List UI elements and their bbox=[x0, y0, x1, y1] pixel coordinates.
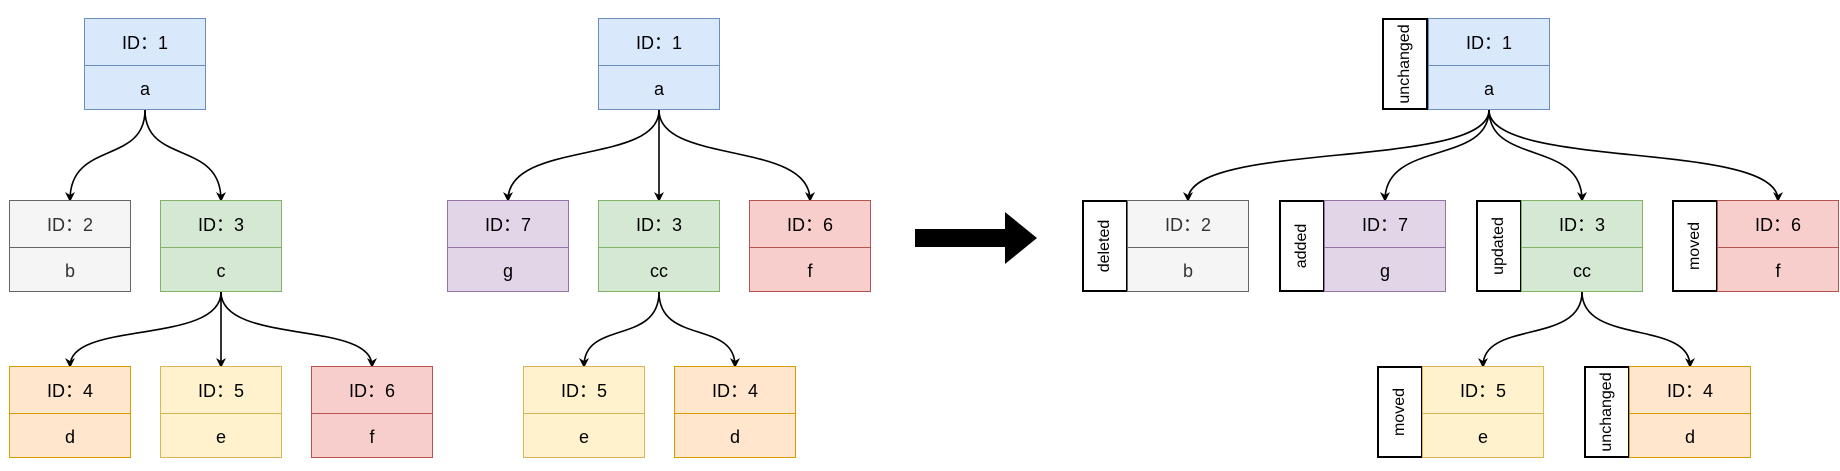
status-label: moved bbox=[1686, 221, 1703, 271]
status-tag-moved: moved bbox=[1377, 366, 1423, 458]
node-value: cc bbox=[1522, 247, 1642, 294]
status-tag-moved: moved bbox=[1672, 200, 1718, 292]
old-node-4: ID：4 d bbox=[9, 366, 131, 458]
status-label: unchanged bbox=[1598, 372, 1615, 452]
edge-new-3-4 bbox=[658, 291, 740, 368]
node-id: ID：3 bbox=[197, 215, 244, 235]
old-node-5: ID：5 e bbox=[160, 366, 282, 458]
node-id: ID：5 bbox=[1459, 381, 1506, 401]
node-value: b bbox=[10, 247, 130, 294]
node-value: a bbox=[599, 65, 719, 112]
status-tag-unchanged: unchanged bbox=[1584, 366, 1630, 458]
diff-node-2: ID：2 b bbox=[1127, 200, 1249, 292]
edge-old-1-3 bbox=[144, 109, 226, 202]
node-id: ID：7 bbox=[484, 215, 531, 235]
diff-node-6: ID：6 f bbox=[1717, 200, 1839, 292]
node-value: e bbox=[161, 413, 281, 460]
new-node-7: ID：7 g bbox=[447, 200, 569, 292]
node-id: ID：5 bbox=[197, 381, 244, 401]
status-tag-unchanged: unchanged bbox=[1382, 18, 1428, 110]
node-id: ID：2 bbox=[46, 215, 93, 235]
status-label: added bbox=[1293, 223, 1310, 269]
edge-old-3-6 bbox=[220, 291, 377, 368]
edge-diff-1-3 bbox=[1488, 109, 1587, 202]
node-id: ID：4 bbox=[711, 381, 758, 401]
status-tag-updated: updated bbox=[1476, 200, 1522, 292]
edge-diff-1-2 bbox=[1183, 109, 1490, 202]
node-value: a bbox=[1429, 65, 1549, 112]
old-node-2: ID：2 b bbox=[9, 200, 131, 292]
node-value: e bbox=[1423, 413, 1543, 460]
node-id: ID：4 bbox=[1666, 381, 1713, 401]
node-value: f bbox=[750, 247, 870, 294]
node-id: ID：1 bbox=[1465, 33, 1512, 53]
node-id: ID：6 bbox=[348, 381, 395, 401]
node-id: ID：6 bbox=[1754, 215, 1801, 235]
node-value: f bbox=[312, 413, 432, 460]
new-node-1: ID：1 a bbox=[598, 18, 720, 110]
status-label: deleted bbox=[1096, 219, 1113, 273]
node-value: d bbox=[1630, 413, 1750, 460]
node-id: ID：3 bbox=[635, 215, 682, 235]
node-value: g bbox=[1325, 247, 1445, 294]
new-node-4: ID：4 d bbox=[674, 366, 796, 458]
old-node-6: ID：6 f bbox=[311, 366, 433, 458]
diff-node-4: ID：4 d bbox=[1629, 366, 1751, 458]
edge-new-1-7 bbox=[503, 109, 660, 202]
new-node-5: ID：5 e bbox=[523, 366, 645, 458]
node-id: ID：4 bbox=[46, 381, 93, 401]
diff-node-7: ID：7 g bbox=[1324, 200, 1446, 292]
new-node-6: ID：6 f bbox=[749, 200, 871, 292]
diff-node-1: ID：1 a bbox=[1428, 18, 1550, 110]
status-label: updated bbox=[1490, 217, 1507, 275]
node-id: ID：1 bbox=[635, 33, 682, 53]
node-value: a bbox=[85, 65, 205, 112]
node-id: ID：3 bbox=[1558, 215, 1605, 235]
node-id: ID：1 bbox=[121, 33, 168, 53]
node-value: g bbox=[448, 247, 568, 294]
diff-node-5: ID：5 e bbox=[1422, 366, 1544, 458]
status-tag-deleted: deleted bbox=[1082, 200, 1128, 292]
status-label: unchanged bbox=[1396, 24, 1413, 104]
node-value: b bbox=[1128, 247, 1248, 294]
new-node-3: ID：3 cc bbox=[598, 200, 720, 292]
node-value: cc bbox=[599, 247, 719, 294]
edge-old-3-4 bbox=[65, 291, 222, 368]
edge-old-1-2 bbox=[65, 109, 146, 202]
node-value: e bbox=[524, 413, 644, 460]
edge-diff-3-4 bbox=[1581, 291, 1695, 368]
edge-diff-1-7 bbox=[1380, 109, 1490, 202]
node-value: c bbox=[161, 247, 281, 294]
old-node-3: ID：3 c bbox=[160, 200, 282, 292]
node-value: f bbox=[1718, 247, 1838, 294]
transform-arrow bbox=[915, 212, 1037, 264]
node-id: ID：2 bbox=[1164, 215, 1211, 235]
node-value: d bbox=[10, 413, 130, 460]
status-tag-added: added bbox=[1279, 200, 1325, 292]
old-node-1: ID：1 a bbox=[84, 18, 206, 110]
node-id: ID：7 bbox=[1361, 215, 1408, 235]
node-id: ID：5 bbox=[560, 381, 607, 401]
edge-new-3-5 bbox=[579, 291, 660, 368]
edge-diff-1-6 bbox=[1488, 109, 1783, 202]
edge-new-1-6 bbox=[658, 109, 815, 202]
diff-node-3: ID：3 cc bbox=[1521, 200, 1643, 292]
node-id: ID：6 bbox=[786, 215, 833, 235]
node-value: d bbox=[675, 413, 795, 460]
edge-diff-3-5 bbox=[1478, 291, 1583, 368]
status-label: moved bbox=[1391, 387, 1408, 437]
